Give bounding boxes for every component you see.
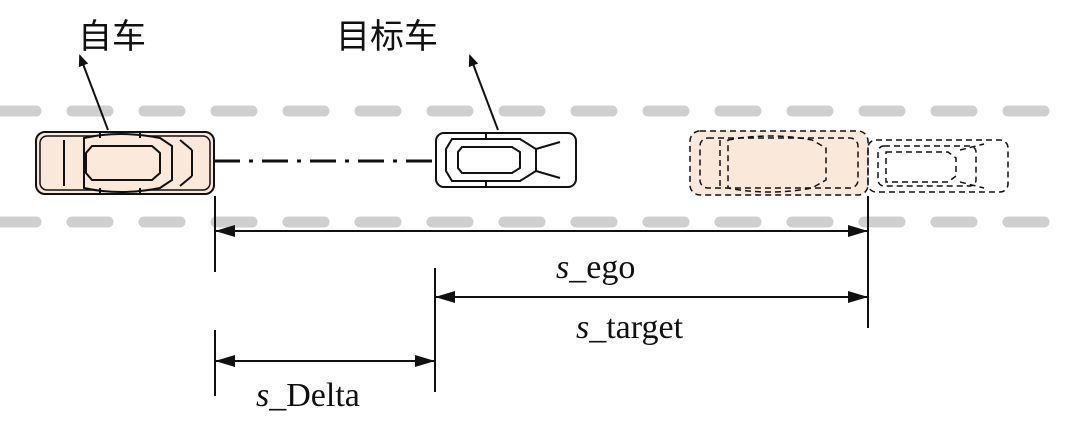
target-vehicle-future xyxy=(867,139,1009,193)
ego-vehicle-label: 自车 xyxy=(78,17,146,57)
s-delta-label: s_Delta xyxy=(256,377,360,414)
ego-vehicle xyxy=(35,131,215,195)
s-target-dimension xyxy=(435,291,868,303)
target-vehicle-pointer xyxy=(468,54,499,131)
ego-vehicle-future xyxy=(689,130,869,196)
target-vehicle-label: 目标车 xyxy=(336,17,438,57)
ego-vehicle-pointer xyxy=(78,54,109,131)
s-delta-dimension xyxy=(215,355,435,367)
s-target-label: s_target xyxy=(576,309,684,346)
s-ego-dimension xyxy=(215,225,868,237)
s-ego-label: s_ego xyxy=(556,249,635,286)
target-vehicle xyxy=(435,132,577,188)
